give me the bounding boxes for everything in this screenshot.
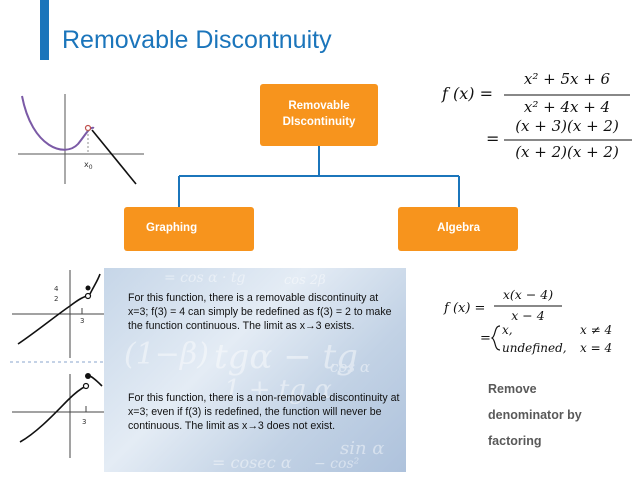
svg-text:sin α: sin α — [340, 438, 384, 459]
tick-2: 2 — [54, 295, 58, 303]
root-label-line2: DIscontinuity — [282, 116, 356, 128]
case1-condition: x ≠ 4 — [580, 323, 612, 337]
svg-text:= cosec α: = cosec α — [212, 453, 292, 472]
piecewise-equals: = — [480, 331, 491, 346]
formula-denominator-2: (x + 2)(x + 2) — [515, 143, 619, 161]
explanation-panel: = cos α · tg cos 2β (1−β) tgα − tg cos α… — [104, 268, 406, 472]
piecewise-function-formula: f (x) = x(x − 4) x − 4 = x, x ≠ 4 undefi… — [443, 287, 612, 355]
svg-text:cos 2β: cos 2β — [284, 273, 326, 288]
factoring-note-line1: Remove — [488, 382, 537, 396]
removable-discontinuity-box: Removable DIscontinuity — [260, 84, 378, 146]
formula-lhs: f (x) = — [441, 84, 493, 103]
svg-text:tgα − tg: tgα − tg — [214, 337, 358, 377]
hole-marker — [84, 124, 92, 132]
title-accent-bar — [40, 0, 49, 60]
root-label-line1: Removable — [288, 100, 350, 113]
slide-title: Removable Discontnuity — [62, 26, 332, 54]
algebra-label: Algebra — [437, 222, 480, 235]
formula-equals: = — [486, 129, 499, 148]
formula-denominator-1: x² + 4x + 4 — [524, 98, 610, 116]
svg-text:− cos²: − cos² — [314, 456, 360, 472]
factoring-note-line3: factoring — [488, 434, 542, 448]
graphing-label: Graphing — [146, 222, 198, 235]
factoring-note: Remove denominator by factoring — [488, 376, 618, 454]
removable-discontinuity-graph: x0 — [18, 94, 144, 185]
factoring-note-line2: denominator by — [488, 408, 582, 422]
rational-function-formula: f (x) = x² + 5x + 6 x² + 4x + 4 = (x + 3… — [441, 70, 632, 161]
non-removable-explanation-text: For this function, there is a non-remova… — [128, 392, 400, 433]
removable-explanation-text: For this function, there is a removable … — [128, 292, 392, 333]
formula-numerator-1: x² + 5x + 6 — [524, 70, 611, 88]
tick-3-lower: 3 — [82, 418, 86, 426]
piecewise-denominator: x − 4 — [511, 308, 544, 323]
tick-3-upper: 3 — [80, 317, 84, 325]
tick-4: 4 — [54, 285, 59, 293]
piecewise-lhs: f (x) = — [443, 301, 485, 316]
case1-value: x, — [502, 323, 513, 337]
svg-text:(1−β): (1−β) — [124, 337, 209, 372]
piecewise-numerator: x(x − 4) — [503, 287, 553, 302]
svg-text:1 + tg α: 1 + tg α — [224, 375, 332, 405]
x0-label: x0 — [84, 160, 93, 171]
discontinuity-example-graphs: 4 2 3 3 — [10, 270, 106, 458]
formula-numerator-2: (x + 3)(x + 2) — [515, 117, 619, 135]
svg-text:= cos α · tg: = cos α · tg — [164, 270, 246, 286]
math-symbols-background: = cos α · tg cos 2β (1−β) tgα − tg cos α… — [124, 270, 384, 472]
algebra-box: Algebra — [398, 207, 518, 251]
svg-text:cos α: cos α — [330, 358, 370, 376]
case2-value: undefined, — [502, 341, 567, 355]
case2-condition: x = 4 — [580, 341, 612, 355]
graphing-box: Graphing — [124, 207, 254, 251]
